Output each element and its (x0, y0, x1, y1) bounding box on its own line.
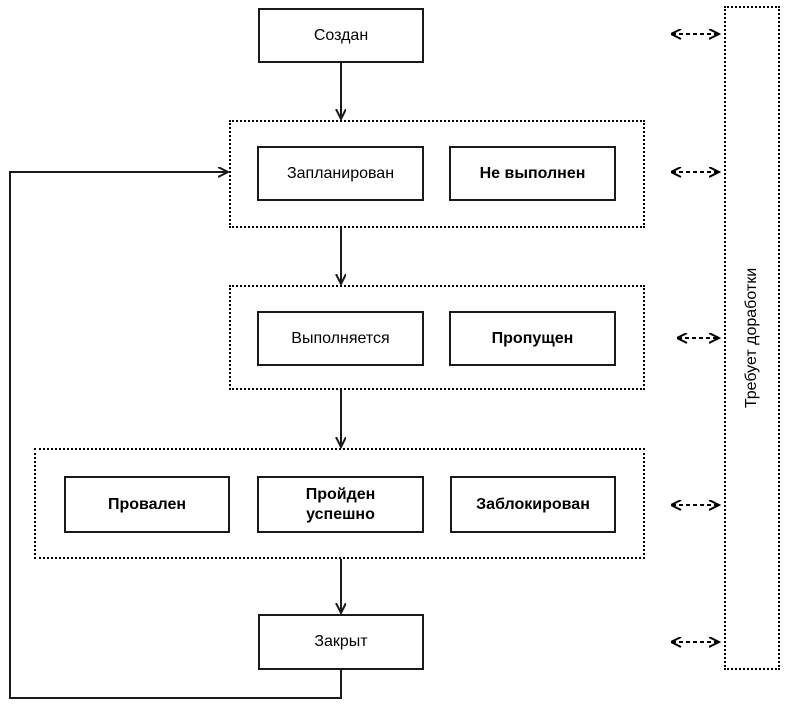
state-node-created-label: Создан (313, 26, 369, 44)
state-node-planned-label: Запланирован (286, 164, 395, 182)
state-node-in-progress[interactable]: Выполняется (257, 311, 424, 366)
edge-closed-loop-to-planned (9, 172, 342, 699)
rework-panel-label: Требует доработки (743, 267, 760, 409)
state-node-blocked-label: Заблокирован (476, 495, 590, 513)
rework-panel[interactable]: Требует доработки (724, 6, 780, 670)
state-node-closed-label: Закрыт (314, 633, 368, 650)
state-node-failed-label: Провален (107, 495, 187, 513)
state-node-failed[interactable]: Провален (64, 476, 230, 533)
state-node-passed[interactable]: Пройден успешно (257, 476, 424, 533)
state-node-blocked[interactable]: Заблокирован (450, 476, 616, 533)
state-node-skipped-label: Пропущен (491, 329, 574, 347)
state-node-in-progress-label: Выполняется (291, 329, 390, 347)
state-node-closed[interactable]: Закрыт (258, 614, 424, 670)
state-node-not-executed[interactable]: Не выполнен (449, 146, 616, 201)
group-in-progress (229, 285, 645, 390)
group-planned (229, 120, 645, 228)
state-node-passed-label-line2: успешно (306, 505, 375, 523)
state-node-not-executed-label: Не выполнен (479, 164, 586, 182)
state-node-created[interactable]: Создан (258, 8, 424, 63)
state-node-skipped[interactable]: Пропущен (449, 311, 616, 366)
group-result (34, 448, 645, 559)
state-node-passed-label-line1: Пройден (305, 485, 376, 503)
state-node-planned[interactable]: Запланирован (257, 146, 424, 201)
